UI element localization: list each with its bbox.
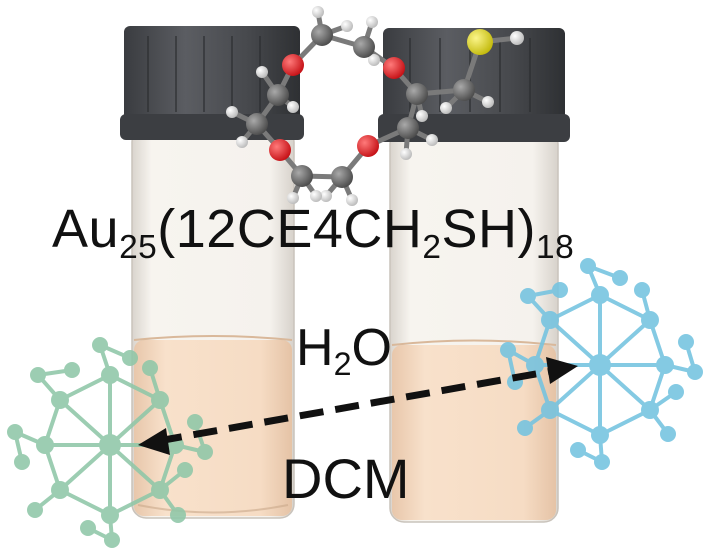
formula-prefix: Au <box>52 199 120 259</box>
vial-left-cap <box>124 26 300 130</box>
water-suffix: O <box>351 319 392 377</box>
cluster-formula: Au25(12CE4CH2SH)18 <box>52 199 574 264</box>
crown-ether-molecule-icon <box>226 6 524 206</box>
phase-label-water: H2O <box>296 319 392 380</box>
vial-right <box>378 28 570 523</box>
formula-h-count: 2 <box>422 228 442 266</box>
water-symbol: H <box>296 319 334 377</box>
formula-ligand-open: (12CE4CH <box>157 199 423 259</box>
phase-label-dcm: DCM <box>282 447 410 510</box>
formula-gold-count: 25 <box>119 228 158 266</box>
water-h-count: 2 <box>333 346 352 383</box>
formula-ligand-count: 18 <box>536 228 575 266</box>
gold-cluster-icon <box>500 258 703 470</box>
formula-ligand-close: SH) <box>441 199 537 259</box>
vial-right-cap <box>383 28 565 132</box>
double-headed-arrow-icon <box>138 357 578 455</box>
